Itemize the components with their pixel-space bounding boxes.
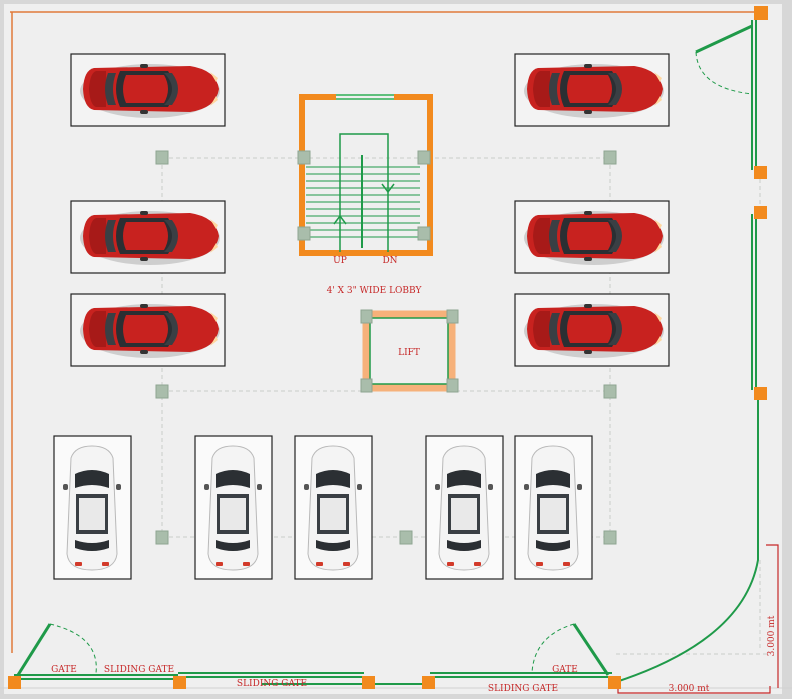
parking-bay-red-right-bottom xyxy=(514,293,670,367)
plot-boundary xyxy=(0,11,792,689)
left-gate-swing xyxy=(16,623,97,676)
red-car xyxy=(80,64,220,118)
gate-left-label: GATE xyxy=(51,665,77,675)
parking-bay-white-2 xyxy=(194,435,273,580)
red-car xyxy=(80,211,220,265)
parking-bay-red-left-bottom xyxy=(70,293,226,367)
parking-bay-red-right-top xyxy=(514,53,670,127)
parking-bay-white-4 xyxy=(425,435,504,580)
parking-bay-red-right-middle xyxy=(514,200,670,274)
sliding-gate-label-1: SLIDING GATE xyxy=(104,665,174,675)
parking-bay-white-3 xyxy=(294,435,373,580)
bottom-wall xyxy=(14,672,612,685)
down-label: DN xyxy=(382,256,397,266)
white-car xyxy=(303,445,363,571)
red-car xyxy=(524,64,664,118)
parking-bay-white-1 xyxy=(53,435,132,580)
red-car xyxy=(524,304,664,358)
sliding-gate-label-2: SLIDING GATE xyxy=(237,679,307,689)
red-car xyxy=(80,304,220,358)
dimension-markers xyxy=(617,544,779,694)
parking-bay-red-left-middle xyxy=(70,200,226,274)
right-wall xyxy=(615,20,759,683)
white-car xyxy=(62,445,122,571)
lift-label: LIFT xyxy=(398,348,420,358)
white-car xyxy=(523,445,583,571)
sliding-gate-label-3: SLIDING GATE xyxy=(488,684,558,694)
parking-bay-red-left-top xyxy=(70,53,226,127)
lobby-label: 4' X 3" WIDE LOBBY xyxy=(327,286,423,296)
parking-bay-white-5 xyxy=(514,435,593,580)
white-car xyxy=(434,445,494,571)
structural-columns xyxy=(155,150,617,545)
dimension-horizontal-label: 3.000 mt xyxy=(669,684,710,694)
right-gate-swing xyxy=(531,623,610,676)
orange-columns xyxy=(8,6,768,689)
red-car xyxy=(524,211,664,265)
top-right-door xyxy=(695,24,753,95)
lift-shaft: LIFT xyxy=(360,309,459,393)
up-label: UP xyxy=(333,256,347,266)
white-car xyxy=(203,445,263,571)
dimension-vertical-label: 3.000 mt xyxy=(767,615,777,656)
staircase: UP DN xyxy=(297,94,433,266)
gate-right-label: GATE xyxy=(552,665,578,675)
